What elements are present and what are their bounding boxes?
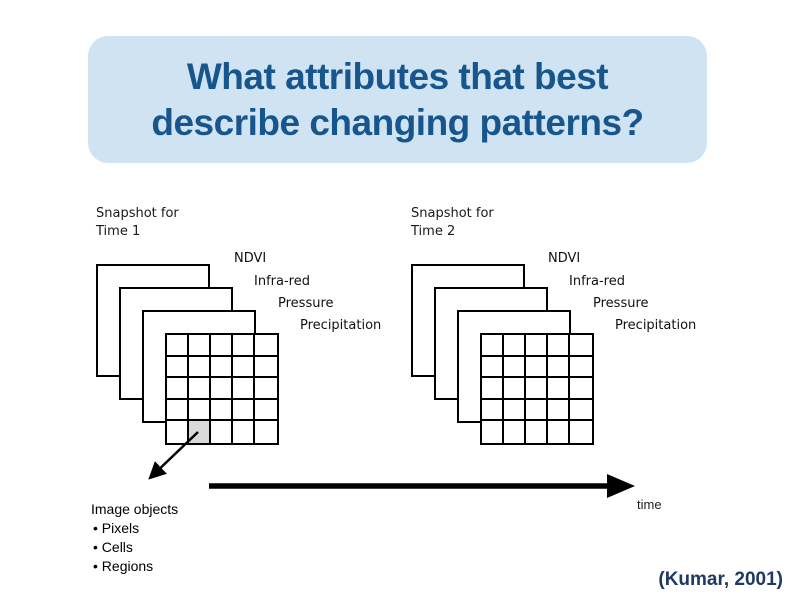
image-objects-bullet-cells: Cells: [91, 538, 178, 557]
grid-cell: [211, 356, 233, 379]
pixel-grid-time2: [480, 333, 594, 445]
grid-cell: [482, 399, 504, 422]
grid-cell: [482, 421, 504, 443]
slide-title-line-1: What attributes that best: [186, 55, 609, 97]
grid-cell: [189, 399, 211, 422]
time-axis-arrow: [209, 474, 635, 498]
grid-cell: [255, 378, 277, 400]
caption-line: Snapshot for: [411, 206, 494, 221]
grid-cell: [189, 378, 211, 400]
layer-label-infrared: Infra-red: [254, 274, 310, 289]
grid-cell: [233, 421, 255, 443]
snapshot-caption-time2: Snapshot for Time 2: [411, 205, 494, 241]
image-objects-block: Image objects Pixels Cells Regions: [91, 500, 178, 576]
grid-cell: [526, 378, 548, 400]
slide-title-line-2: describe changing patterns?: [151, 101, 644, 143]
grid-cell: [548, 399, 570, 422]
grid-cell: [504, 378, 526, 400]
grid-cell: [482, 335, 504, 357]
image-objects-bullet-pixels: Pixels: [91, 519, 178, 538]
grid-cell: [504, 399, 526, 422]
caption-line: Time 1: [96, 224, 141, 239]
grid-cell: [526, 421, 548, 443]
layer-label-pressure: Pressure: [593, 296, 649, 311]
layer-label-ndvi: NDVI: [234, 251, 267, 266]
layer-label-ndvi: NDVI: [548, 251, 581, 266]
layer-label-precipitation: Precipitation: [615, 318, 697, 333]
grid-cell: [255, 399, 277, 422]
grid-cell: [570, 421, 592, 443]
grid-cell: [526, 335, 548, 357]
grid-cell: [211, 421, 233, 443]
grid-cell: [570, 335, 592, 357]
grid-cell: [255, 356, 277, 379]
grid-cell: [167, 356, 189, 379]
caption-line: Snapshot for: [96, 206, 179, 221]
grid-cell: [211, 378, 233, 400]
grid-cell: [526, 356, 548, 379]
grid-cell: [189, 421, 211, 443]
grid-cell: [189, 335, 211, 357]
grid-cell: [167, 399, 189, 422]
grid-cell: [167, 421, 189, 443]
grid-cell: [167, 335, 189, 357]
grid-cell: [548, 335, 570, 357]
grid-cell: [504, 421, 526, 443]
grid-cell: [255, 335, 277, 357]
image-objects-heading: Image objects: [91, 501, 179, 517]
grid-cell: [548, 421, 570, 443]
grid-cell: [233, 356, 255, 379]
grid-cell: [504, 356, 526, 379]
grid-cell: [189, 356, 211, 379]
grid-cell: [570, 399, 592, 422]
grid-cell: [233, 335, 255, 357]
grid-cell: [548, 378, 570, 400]
time-axis-label: time: [637, 497, 662, 512]
grid-cell: [548, 356, 570, 379]
grid-cell: [233, 399, 255, 422]
grid-cell: [211, 335, 233, 357]
layer-label-infrared: Infra-red: [569, 274, 625, 289]
grid-cell: [504, 335, 526, 357]
title-box: What attributes that best describe chang…: [88, 36, 707, 163]
grid-cell: [255, 421, 277, 443]
grid-cell: [233, 378, 255, 400]
layer-label-pressure: Pressure: [278, 296, 334, 311]
citation: (Kumar, 2001): [658, 569, 783, 590]
snapshot-caption-time1: Snapshot for Time 1: [96, 205, 179, 241]
grid-cell: [570, 378, 592, 400]
grid-cell: [526, 399, 548, 422]
image-objects-bullet-regions: Regions: [91, 557, 178, 576]
grid-cell: [570, 356, 592, 379]
caption-line: Time 2: [411, 224, 456, 239]
grid-cell: [482, 356, 504, 379]
grid-cell: [167, 378, 189, 400]
object-pointer-arrow: [148, 431, 199, 480]
grid-cell: [482, 378, 504, 400]
layer-label-precipitation: Precipitation: [300, 318, 382, 333]
pixel-grid-time1: [165, 333, 279, 445]
grid-cell: [211, 399, 233, 422]
